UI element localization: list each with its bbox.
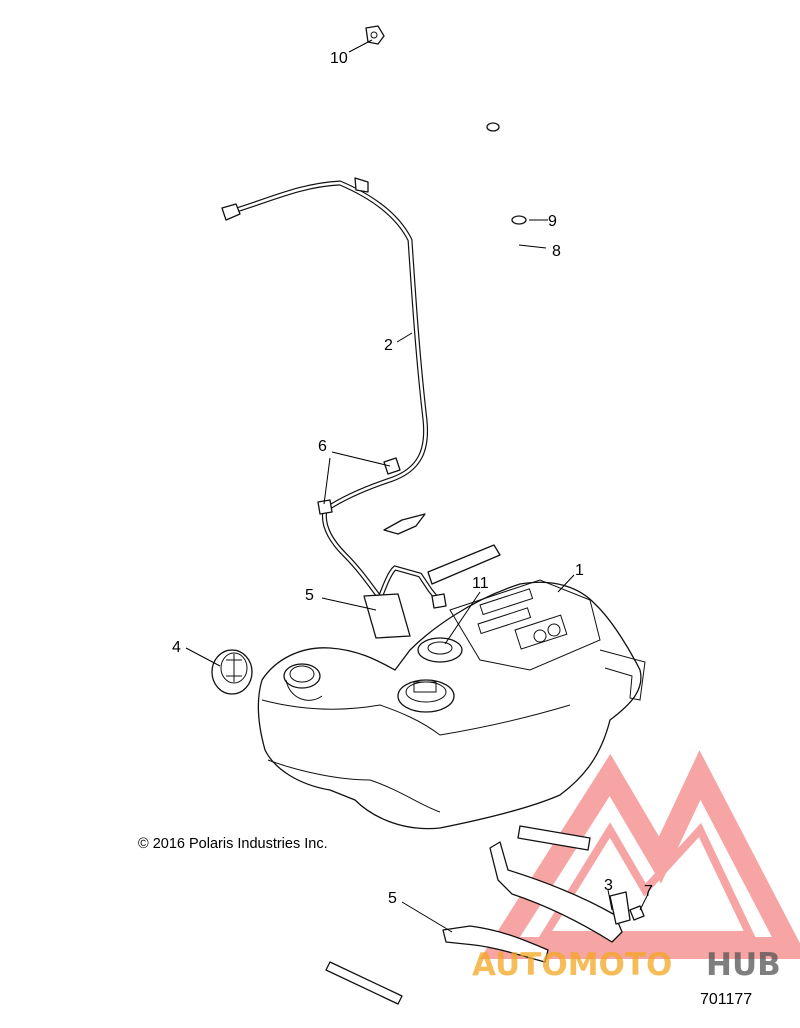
vent-valve-11: [417, 637, 463, 663]
fuel-cap-4: [211, 649, 253, 695]
vent-hose-7: [377, 40, 530, 535]
strap-3: [489, 841, 631, 943]
fuel-pump-module: [397, 679, 455, 713]
clamp-9: [486, 122, 527, 225]
valve-10: [365, 25, 385, 45]
callout-10: 10: [330, 50, 348, 67]
callouts: 10 9 8 2 6 5 11 1 4 5 3 7: [172, 50, 653, 907]
callout-8: 7: [644, 883, 653, 900]
fuel-hose-2: [221, 177, 447, 609]
callout-6: 6: [318, 438, 327, 455]
watermark-brand: AUTOMOTO HUB: [472, 947, 781, 983]
callout-2: 2: [384, 337, 393, 354]
callout-4: 4: [172, 639, 181, 656]
copyright-notice: © 2016 Polaris Industries Inc.: [138, 836, 328, 852]
callout-5-lower: 5: [388, 890, 397, 907]
leader-lines: [185, 39, 649, 933]
callout-1: 1: [575, 562, 584, 579]
bolt-8: [629, 905, 645, 921]
svg-text:AUTOMOTO: AUTOMOTO: [472, 947, 672, 983]
callout-11: 11: [472, 575, 489, 592]
svg-text:HUB: HUB: [706, 947, 781, 983]
pad-5-lower: [325, 825, 591, 1005]
figure-number: 701177: [700, 991, 752, 1008]
callout-7: 8: [552, 243, 561, 260]
pad-5-upper: [363, 544, 501, 639]
filler-neck: [283, 663, 323, 701]
callout-3: 3: [604, 877, 613, 894]
clips-6: [317, 457, 401, 515]
callout-9: 9: [548, 213, 557, 230]
callout-5-upper: 5: [305, 587, 314, 604]
watermark-logo: [479, 750, 800, 959]
